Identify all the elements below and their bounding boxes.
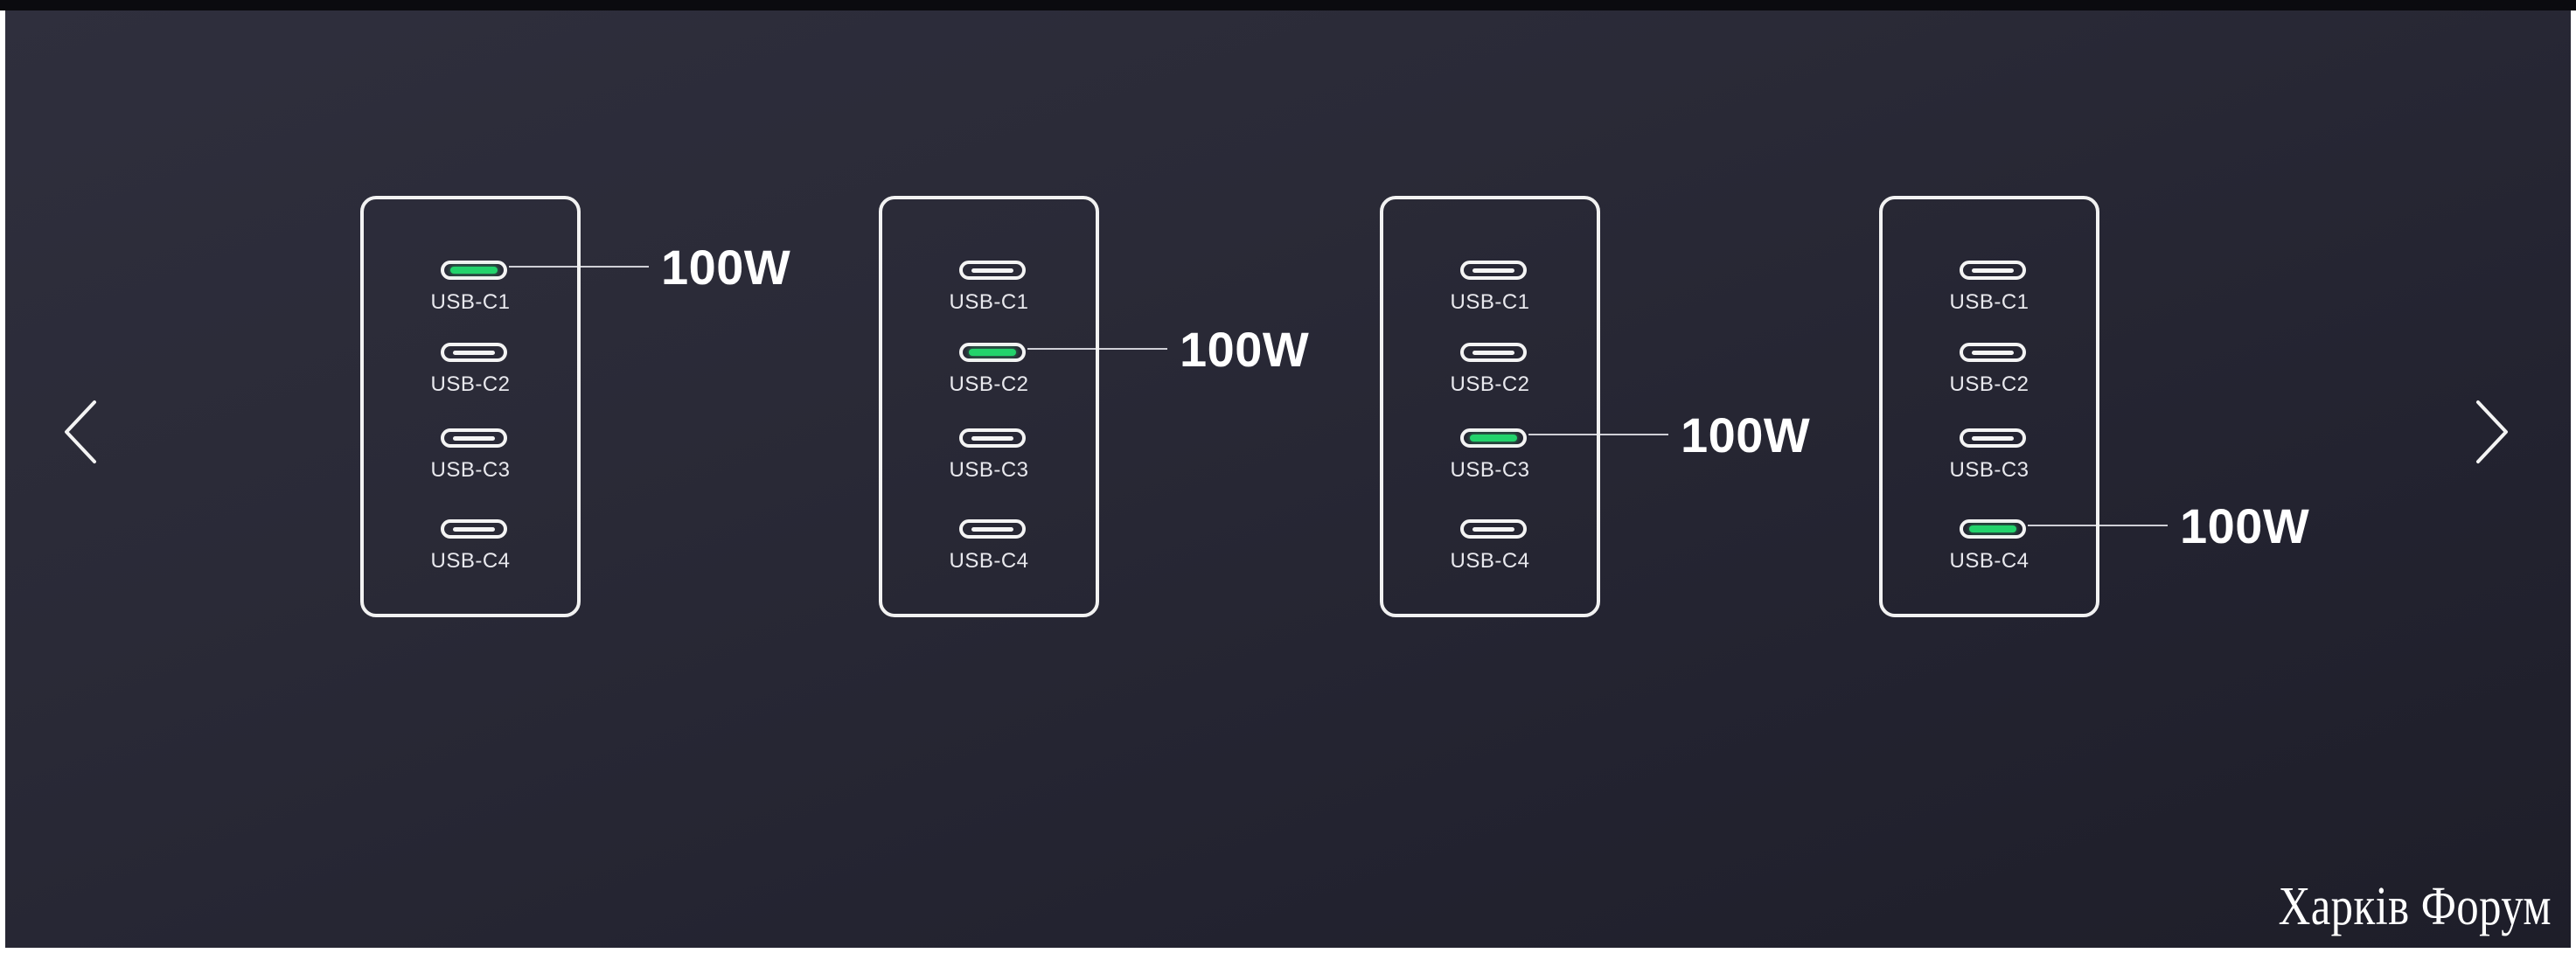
port-indicator bbox=[1969, 525, 2016, 532]
port-label: USB-C4 bbox=[1450, 549, 1530, 573]
chevron-right-icon bbox=[2476, 400, 2508, 463]
usb-c-port-icon bbox=[959, 428, 1026, 448]
port-label: USB-C2 bbox=[1450, 372, 1530, 396]
port-label: USB-C1 bbox=[430, 290, 511, 314]
carousel-next-button[interactable] bbox=[2464, 388, 2517, 476]
port-label: USB-C4 bbox=[1949, 549, 2029, 573]
usb-c-port-icon bbox=[1960, 261, 2026, 280]
usb-port-4: USB-C4 bbox=[364, 519, 577, 581]
port-label: USB-C4 bbox=[430, 549, 511, 573]
usb-c-port-icon bbox=[1460, 261, 1527, 280]
port-indicator bbox=[1472, 268, 1514, 273]
usb-c-port-icon bbox=[1960, 519, 2026, 539]
usb-c-port-icon bbox=[1460, 428, 1527, 448]
port-label: USB-C2 bbox=[430, 372, 511, 396]
usb-port-3: USB-C3 bbox=[364, 428, 577, 490]
top-edge-bar bbox=[0, 0, 2576, 10]
port-indicator bbox=[453, 351, 495, 355]
usb-port-4: USB-C4 bbox=[882, 519, 1096, 581]
port-indicator bbox=[1470, 435, 1517, 442]
port-label: USB-C3 bbox=[1949, 458, 2029, 482]
port-indicator bbox=[969, 349, 1016, 356]
usb-port-2: USB-C2 bbox=[364, 343, 577, 404]
port-label: USB-C3 bbox=[949, 458, 1029, 482]
port-indicator bbox=[1472, 527, 1514, 532]
port-label: USB-C2 bbox=[1949, 372, 2029, 396]
port-label: USB-C1 bbox=[1949, 290, 2029, 314]
power-output-label: 100W bbox=[1681, 407, 1811, 463]
chevron-left-icon bbox=[65, 400, 96, 463]
port-indicator bbox=[1972, 351, 2014, 355]
usb-c-port-icon bbox=[1460, 519, 1527, 539]
watermark-text: Харків Форум bbox=[2278, 877, 2552, 936]
usb-c-port-icon bbox=[959, 261, 1026, 280]
usb-c-port-icon bbox=[441, 343, 507, 362]
port-label: USB-C1 bbox=[1450, 290, 1530, 314]
port-indicator bbox=[971, 527, 1013, 532]
usb-port-1: USB-C1 bbox=[882, 261, 1096, 322]
usb-port-2: USB-C2 bbox=[1383, 343, 1597, 404]
port-indicator bbox=[971, 268, 1013, 273]
port-label: USB-C4 bbox=[949, 549, 1029, 573]
port-label: USB-C3 bbox=[1450, 458, 1530, 482]
power-output-label: 100W bbox=[661, 240, 791, 295]
port-indicator bbox=[453, 436, 495, 441]
usb-c-port-icon bbox=[1960, 428, 2026, 448]
usb-port-4: USB-C4 bbox=[1383, 519, 1597, 581]
usb-port-1: USB-C1 bbox=[364, 261, 577, 322]
usb-c-port-icon bbox=[1960, 343, 2026, 362]
usb-port-4: USB-C4 bbox=[1883, 519, 2096, 581]
port-indicator bbox=[1972, 436, 2014, 441]
usb-port-2: USB-C2 bbox=[882, 343, 1096, 404]
port-indicator bbox=[1972, 268, 2014, 273]
bottom-edge bbox=[0, 948, 2576, 953]
port-label: USB-C3 bbox=[430, 458, 511, 482]
power-output-label: 100W bbox=[1180, 322, 1310, 377]
port-indicator bbox=[1472, 351, 1514, 355]
usb-c-port-icon bbox=[959, 343, 1026, 362]
usb-port-3: USB-C3 bbox=[882, 428, 1096, 490]
port-label: USB-C2 bbox=[949, 372, 1029, 396]
usb-c-port-icon bbox=[959, 519, 1026, 539]
usb-c-port-icon bbox=[1460, 343, 1527, 362]
usb-port-1: USB-C1 bbox=[1383, 261, 1597, 322]
usb-c-port-icon bbox=[441, 428, 507, 448]
port-indicator bbox=[971, 436, 1013, 441]
usb-port-1: USB-C1 bbox=[1883, 261, 2096, 322]
carousel-prev-button[interactable] bbox=[56, 388, 108, 476]
usb-port-3: USB-C3 bbox=[1383, 428, 1597, 490]
usb-port-3: USB-C3 bbox=[1883, 428, 2096, 490]
port-label: USB-C1 bbox=[949, 290, 1029, 314]
usb-port-2: USB-C2 bbox=[1883, 343, 2096, 404]
port-indicator bbox=[453, 527, 495, 532]
usb-c-port-icon bbox=[441, 519, 507, 539]
usb-c-port-icon bbox=[441, 261, 507, 280]
port-indicator bbox=[450, 267, 498, 274]
power-output-label: 100W bbox=[2180, 498, 2310, 553]
